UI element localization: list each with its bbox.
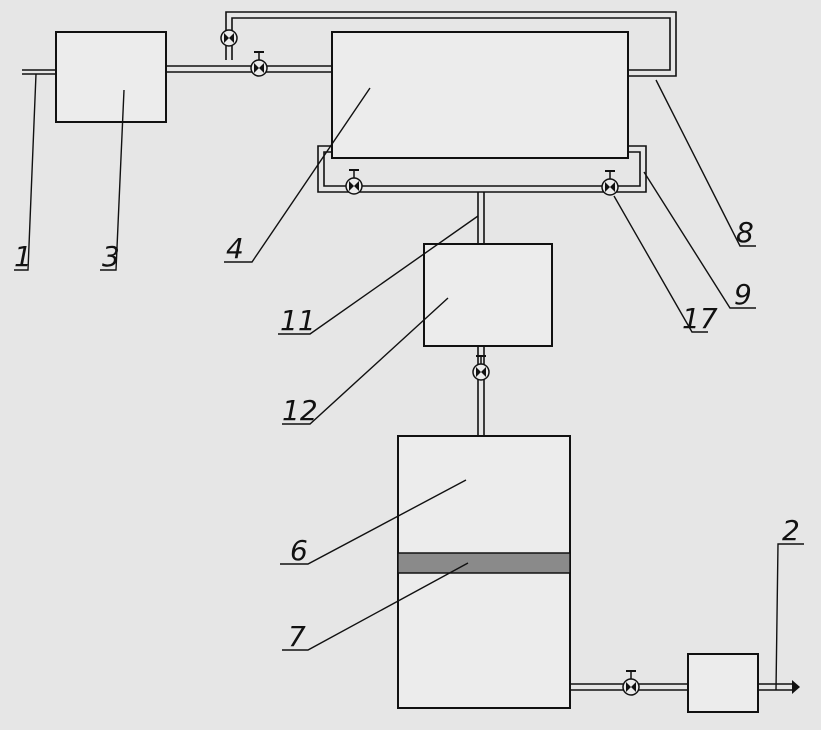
- tank-3: [55, 31, 167, 123]
- label-7: 7: [288, 620, 306, 653]
- pipe-11: [477, 192, 485, 244]
- filter-layer-7: [397, 552, 571, 574]
- valve-icon: [601, 170, 619, 196]
- pipe-12-to-6: [477, 346, 485, 436]
- label-12: 12: [282, 394, 318, 427]
- label-1: 1: [14, 240, 32, 273]
- valve-icon: [472, 355, 490, 381]
- label-3: 3: [102, 240, 120, 273]
- label-8: 8: [736, 216, 754, 249]
- inlet-pipe-1: [22, 69, 56, 75]
- tank-12: [423, 243, 553, 347]
- label-9: 9: [734, 278, 752, 311]
- valve-icon: [250, 51, 268, 77]
- tank-4: [331, 31, 629, 159]
- label-6: 6: [290, 534, 308, 567]
- outlet-arrow-icon: [792, 680, 800, 694]
- label-4: 4: [226, 232, 244, 265]
- loop-pipe-9: [317, 145, 647, 193]
- outlet-tank: [687, 653, 759, 713]
- pipe-3-to-4: [166, 65, 332, 73]
- outlet-pipe-2: [758, 680, 800, 694]
- valve-icon: [622, 670, 640, 696]
- label-11: 11: [280, 304, 316, 337]
- valve-icon: [220, 29, 238, 47]
- label-2: 2: [782, 514, 800, 547]
- leader-lines: [14, 73, 804, 691]
- label-17: 17: [682, 302, 718, 335]
- valve-icon: [345, 169, 363, 195]
